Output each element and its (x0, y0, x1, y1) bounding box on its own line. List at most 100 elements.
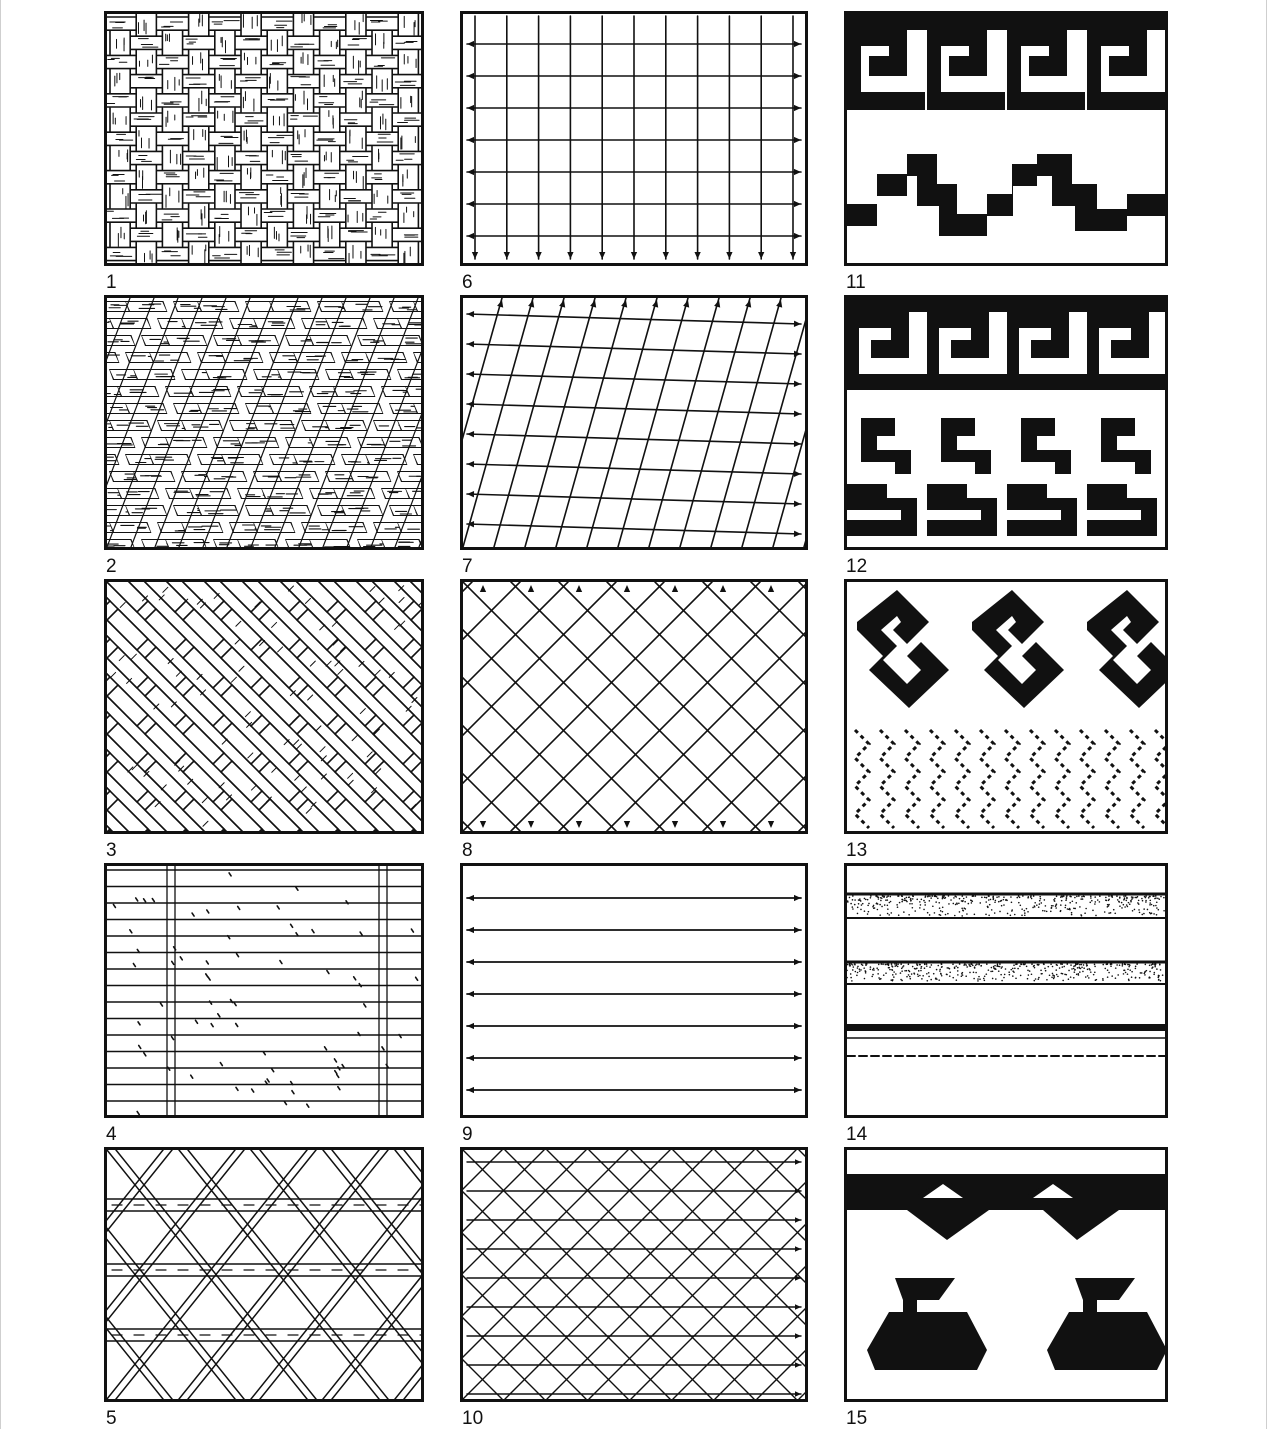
oblique-line (649, 298, 719, 547)
stipple-dot (1155, 963, 1157, 965)
stipple-dot (959, 898, 961, 900)
stipple-dot (1020, 975, 1022, 977)
arrowhead (794, 501, 801, 507)
speckle (334, 1059, 336, 1062)
stipple-dot (884, 896, 886, 898)
speckle (160, 1003, 162, 1006)
stipple-dot (1031, 963, 1033, 965)
stipple-dot (1038, 964, 1040, 966)
stipple-dot (949, 968, 951, 970)
stipple-dot (929, 966, 931, 968)
stipple-dot (936, 969, 938, 971)
stipple-dot (1046, 911, 1048, 913)
arrowhead (467, 401, 474, 407)
stipple-dot (961, 975, 963, 977)
grain-mark (305, 598, 310, 603)
stipple-dot (908, 974, 910, 976)
arrowhead (467, 959, 474, 965)
oblique-line (494, 298, 564, 547)
arrowhead (497, 300, 503, 308)
panel-4-twined-mat (104, 863, 424, 1118)
stipple-dot (1138, 909, 1140, 911)
stipple-dot (1138, 900, 1140, 902)
speckle (337, 1074, 339, 1077)
arrowhead (768, 821, 774, 828)
speckle (364, 1004, 366, 1007)
stipple-dot (952, 903, 954, 905)
stipple-dot (954, 915, 956, 917)
grain-mark (301, 787, 306, 792)
stipple-dot (1011, 901, 1013, 903)
stipple-dot (921, 978, 923, 980)
stipple-dot (910, 898, 912, 900)
stipple-dot (885, 964, 887, 966)
stipple-dot (1035, 978, 1037, 980)
strip (372, 146, 392, 169)
zigzag-line (905, 730, 919, 828)
stipple-dot (1007, 913, 1009, 915)
stipple-dot (977, 980, 979, 982)
arrowhead (590, 300, 596, 308)
grain-mark (316, 726, 321, 731)
arrowhead (794, 105, 801, 111)
stipple-dot (961, 915, 963, 917)
stipple-dot (961, 895, 963, 897)
stipple-dot (1038, 906, 1040, 908)
stipple-dot (1127, 968, 1129, 970)
stipple-dot (1085, 976, 1087, 978)
stipple-dot (1149, 896, 1151, 898)
stipple-dot (1053, 899, 1055, 901)
speckle (133, 964, 135, 967)
stipple-dot (955, 965, 957, 967)
stipple-dot (902, 899, 904, 901)
arrowhead (794, 41, 801, 47)
stipple-dot (1022, 895, 1024, 897)
speckle (138, 1022, 140, 1025)
stipple-dot (1154, 898, 1156, 900)
zigzag-line (1005, 730, 1019, 828)
arrowhead (726, 252, 732, 259)
stipple-dot (954, 967, 956, 969)
arrowhead (790, 252, 796, 259)
stipple-dot (894, 963, 896, 965)
panel-number-1: 1 (106, 273, 117, 292)
stipple-dot (1027, 978, 1029, 980)
stipple-dot (873, 905, 875, 907)
stipple-dot (852, 906, 854, 908)
stipple-dot (886, 899, 888, 901)
stipple-dot (1110, 912, 1112, 914)
stipple-dot (850, 963, 852, 965)
stipple-dot (965, 964, 967, 966)
stipple-dot (1061, 900, 1063, 902)
stipple-dot (995, 900, 997, 902)
stipple-dot (993, 966, 995, 968)
stipple-dot (919, 964, 921, 966)
stipple-dot (896, 904, 898, 906)
stipple-dot (1065, 904, 1067, 906)
stipple-dot (995, 978, 997, 980)
stipple-dot (909, 971, 911, 973)
stipple-dot (999, 911, 1001, 913)
arrowhead (794, 201, 801, 207)
stipple-dot (888, 914, 890, 916)
stipple-dot (1071, 968, 1073, 970)
hooked-fret (847, 484, 917, 536)
stipple-dot (1158, 976, 1160, 978)
diagonal-line (463, 582, 472, 831)
stipple-dot (1123, 970, 1125, 972)
panel-11-meander-and-stepped-fret (844, 11, 1168, 266)
stipple-dot (1076, 974, 1078, 976)
stipple-dot (1078, 895, 1080, 897)
strip (162, 185, 182, 208)
strip (131, 75, 161, 88)
panel-15-triangles-and-stepped-figures (844, 1147, 1168, 1402)
arrowhead (683, 300, 689, 308)
stipple-dot (1143, 973, 1145, 975)
hooked-fret (941, 418, 991, 474)
stipple-dot (1075, 963, 1077, 965)
stipple-dot (937, 965, 939, 967)
stipple-dot (998, 970, 1000, 972)
stipple-dot (891, 963, 893, 965)
stipple-dot (939, 970, 941, 972)
stipple-dot (864, 898, 866, 900)
